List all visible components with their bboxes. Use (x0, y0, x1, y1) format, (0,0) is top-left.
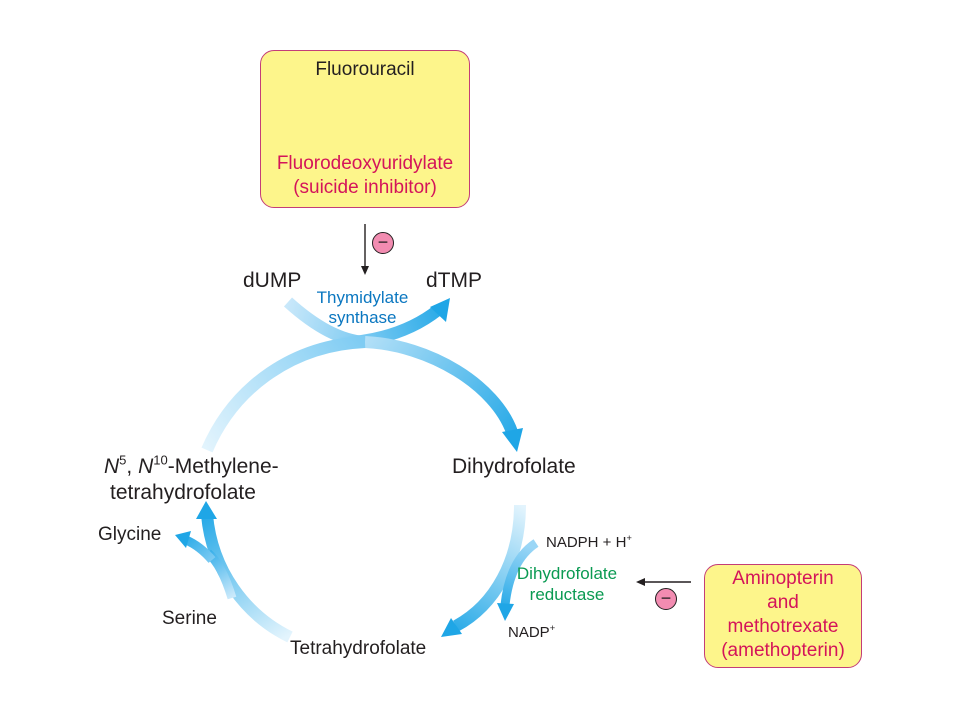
tetrahydrofolate-label: Tetrahydrofolate (290, 638, 427, 659)
n10-superscript: 10 (153, 452, 168, 468)
thymidylate-synthase-line2: synthase (328, 308, 397, 327)
nadph-superscript: + (626, 532, 632, 543)
nadp-text: NADP (508, 624, 550, 641)
dihydrofolate-label: Dihydrofolate (452, 455, 576, 478)
n5-label: N (104, 455, 120, 478)
inhibition-symbol-ts: − (372, 232, 394, 254)
fluorouracil-box (260, 50, 470, 208)
fluorodeoxyuridylate-label: Fluorodeoxyuridylate (276, 153, 454, 174)
nadp-superscript: + (549, 622, 556, 633)
inhibition-symbol-dhfr: − (655, 588, 677, 610)
fluorouracil-label: Fluorouracil (315, 59, 415, 80)
serine-label: Serine (162, 608, 217, 629)
glycine-label: Glycine (98, 524, 162, 545)
methylene-separator: , (126, 455, 139, 478)
amethopterin-label: (amethopterin) (721, 640, 845, 661)
n10-label: N (138, 455, 154, 478)
dhfr-line1: Dihydrofolate (516, 564, 618, 583)
nadph-text: NADPH + H (546, 534, 627, 551)
suicide-inhibitor-label: (suicide inhibitor) (293, 177, 437, 198)
methylene-thf-line1: N5, N10-Methylene- (104, 452, 279, 479)
and-label: and (767, 592, 799, 613)
dtmp-label: dTMP (426, 269, 483, 292)
nadp-label: NADP+ (508, 622, 556, 641)
dhfr-line2: reductase (529, 585, 605, 604)
methylene-label: -Methylene- (167, 455, 279, 478)
n5-superscript: 5 (119, 452, 127, 468)
methotrexate-label: methotrexate (727, 616, 839, 637)
aminopterin-label: Aminopterin (732, 568, 834, 589)
aminopterin-box (704, 564, 862, 668)
methylene-thf-line2: tetrahydrofolate (110, 481, 256, 504)
thymidylate-synthase-line1: Thymidylate (316, 288, 409, 307)
nadph-label: NADPH + H+ (546, 532, 632, 551)
dump-label: dUMP (243, 269, 302, 292)
